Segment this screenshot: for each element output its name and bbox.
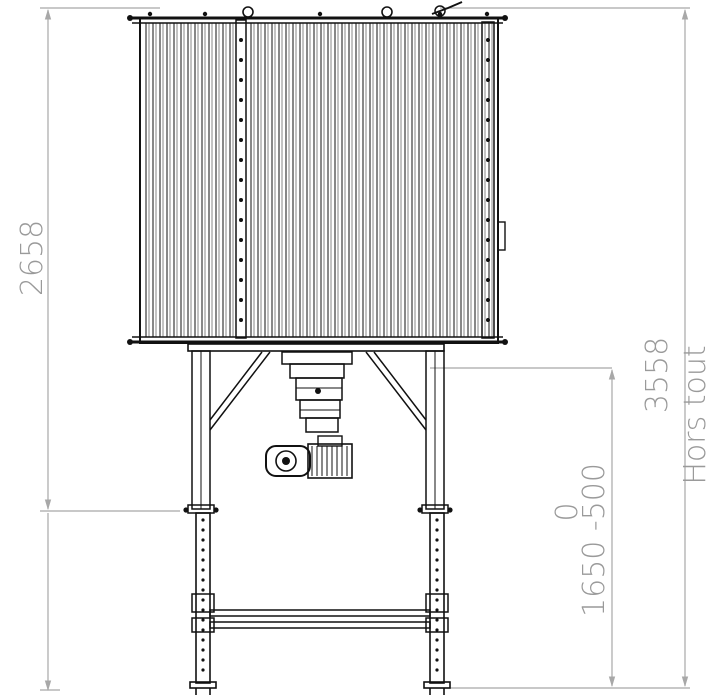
drum-corrugation: [145, 23, 493, 337]
dimension-lines: [40, 7, 690, 692]
dim-text-machine-height: 2658: [15, 220, 50, 296]
dim-text-leg-range: 1650 -500: [577, 463, 612, 617]
dim-text-leg-min: 0: [550, 502, 585, 521]
hatch-handle-icon: [431, 1, 463, 17]
dim-text-overall-height: 3558: [640, 337, 675, 413]
drum-body: [127, 1, 508, 345]
lifting-eye-icon: [147, 6, 490, 18]
side-latch-icon: [497, 221, 506, 251]
gear-motor: [265, 351, 353, 479]
dim-text-overall-label: Hors tout: [678, 345, 713, 484]
base-frame: [187, 343, 445, 352]
cross-beam: [209, 609, 431, 617]
support-legs: [183, 350, 453, 695]
drum-rivets: [239, 38, 490, 322]
